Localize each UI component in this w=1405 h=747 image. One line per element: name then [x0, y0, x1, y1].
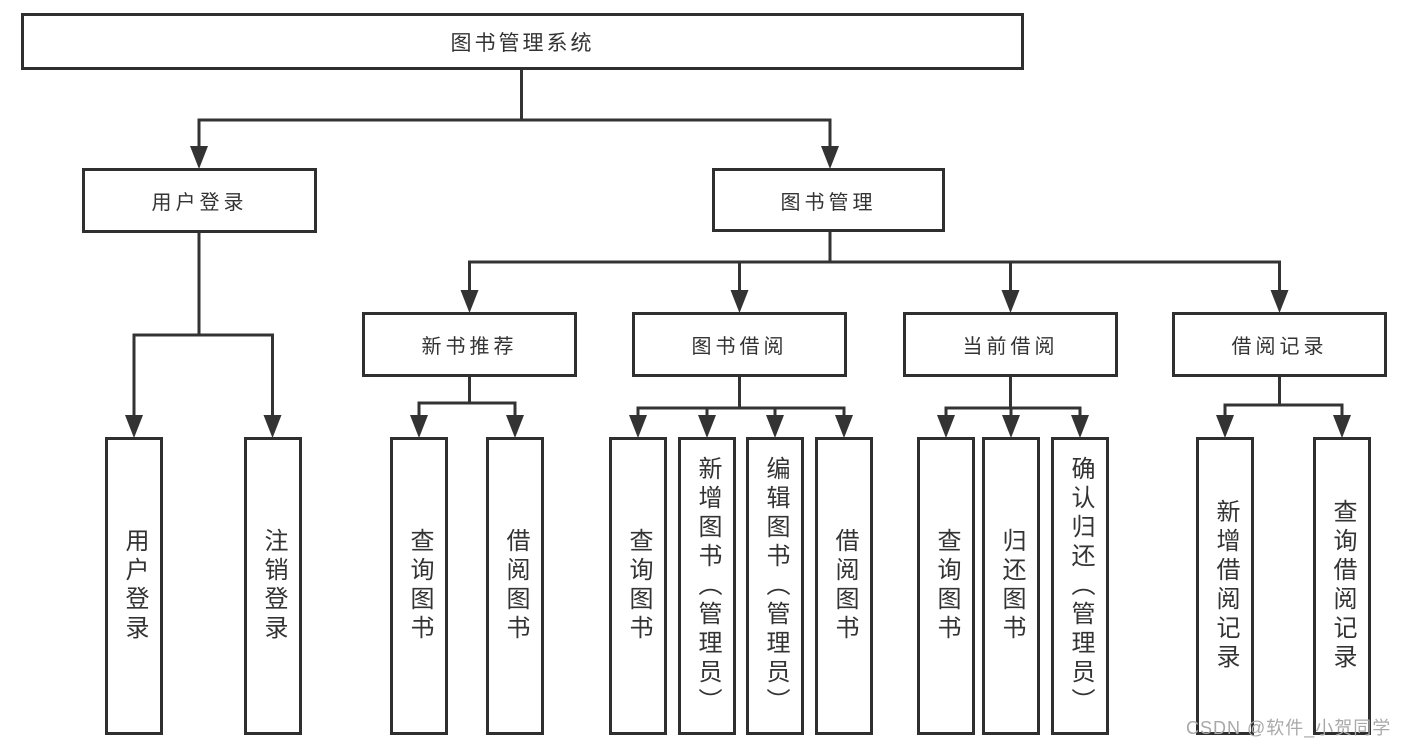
node-current-borrowing: 当前借阅	[903, 312, 1118, 377]
node-label: 用户登录	[121, 528, 148, 644]
leaf-query-borrow-record: 查询借阅记录	[1313, 437, 1371, 735]
leaf-add-borrow-record: 新增借阅记录	[1196, 437, 1254, 735]
node-label: 借阅记录	[1231, 336, 1328, 358]
node-user-login: 用户登录	[82, 168, 317, 233]
arrowhead	[410, 415, 428, 438]
node-borrowing-records: 借阅记录	[1172, 312, 1387, 377]
node-label: 用户登录	[151, 192, 248, 214]
node-book-management: 图书管理	[712, 168, 945, 232]
node-label: 编辑图书（管理员）	[762, 455, 789, 717]
leaf-borrow-books: 借阅图书	[815, 437, 873, 735]
arrowhead	[730, 290, 749, 313]
arrowhead	[460, 290, 479, 313]
connector-root-to-level2	[190, 70, 839, 169]
node-label: 新增图书（管理员）	[694, 455, 721, 717]
node-new-book-recommendation: 新书推荐	[362, 312, 577, 377]
arrowhead	[1333, 415, 1351, 438]
arrowhead	[125, 415, 143, 438]
arrowhead	[698, 415, 716, 438]
arrowhead	[1001, 290, 1020, 313]
node-label: 图书借阅	[691, 336, 788, 358]
arrowhead	[190, 146, 208, 169]
node-label: 新书推荐	[421, 336, 518, 358]
leaf-logout: 注销登录	[244, 437, 302, 735]
node-book-borrowing: 图书借阅	[632, 312, 847, 377]
leaf-user-login: 用户登录	[105, 437, 163, 735]
node-label: 新增借阅记录	[1212, 499, 1239, 673]
connector-book-management-children	[460, 230, 1289, 313]
leaf-borrow-books-recommend: 借阅图书	[486, 437, 544, 735]
arrowhead	[629, 415, 647, 438]
node-label: 借阅图书	[502, 528, 529, 644]
node-label: 当前借阅	[962, 336, 1059, 358]
arrowhead	[263, 415, 282, 438]
arrowhead	[1270, 290, 1289, 313]
node-label: 查询图书	[625, 528, 652, 644]
node-label: 查询图书	[406, 528, 433, 644]
arrowhead	[1216, 415, 1234, 438]
node-label: 借阅图书	[831, 528, 858, 644]
leaf-add-book-admin: 新增图书（管理员）	[678, 437, 736, 735]
leaf-edit-book-admin: 编辑图书（管理员）	[746, 437, 804, 735]
arrowhead	[1071, 415, 1089, 438]
watermark-text: CSDN @软件_小贺同学	[1186, 718, 1392, 738]
arrowhead	[1002, 415, 1020, 438]
arrowhead	[506, 415, 524, 438]
node-label: 归还图书	[998, 528, 1025, 644]
node-library-management-system: 图书管理系统	[21, 13, 1024, 70]
arrowhead	[937, 415, 955, 438]
node-label: 查询图书	[933, 528, 960, 644]
arrowhead	[835, 415, 853, 438]
arrowhead	[766, 415, 784, 438]
node-label: 图书管理系统	[450, 31, 595, 55]
connector-user-login-children	[125, 233, 282, 438]
leaf-query-books-borrow: 查询图书	[609, 437, 667, 735]
leaf-confirm-return-admin: 确认归还（管理员）	[1051, 437, 1109, 735]
arrowhead	[821, 146, 839, 169]
leaf-query-books-recommend: 查询图书	[390, 437, 448, 735]
node-label: 注销登录	[260, 528, 287, 644]
connector-new-book-children	[410, 377, 524, 438]
leaf-query-books-current: 查询图书	[917, 437, 975, 735]
node-label: 图书管理	[780, 191, 877, 214]
leaf-return-books: 归还图书	[982, 437, 1040, 735]
node-label: 确认归还（管理员）	[1067, 455, 1094, 717]
node-label: 查询借阅记录	[1329, 499, 1356, 673]
connector-borrow-record-children	[1216, 377, 1351, 438]
connector-book-borrow-children	[629, 377, 853, 438]
connector-current-borrow-children	[937, 377, 1089, 438]
